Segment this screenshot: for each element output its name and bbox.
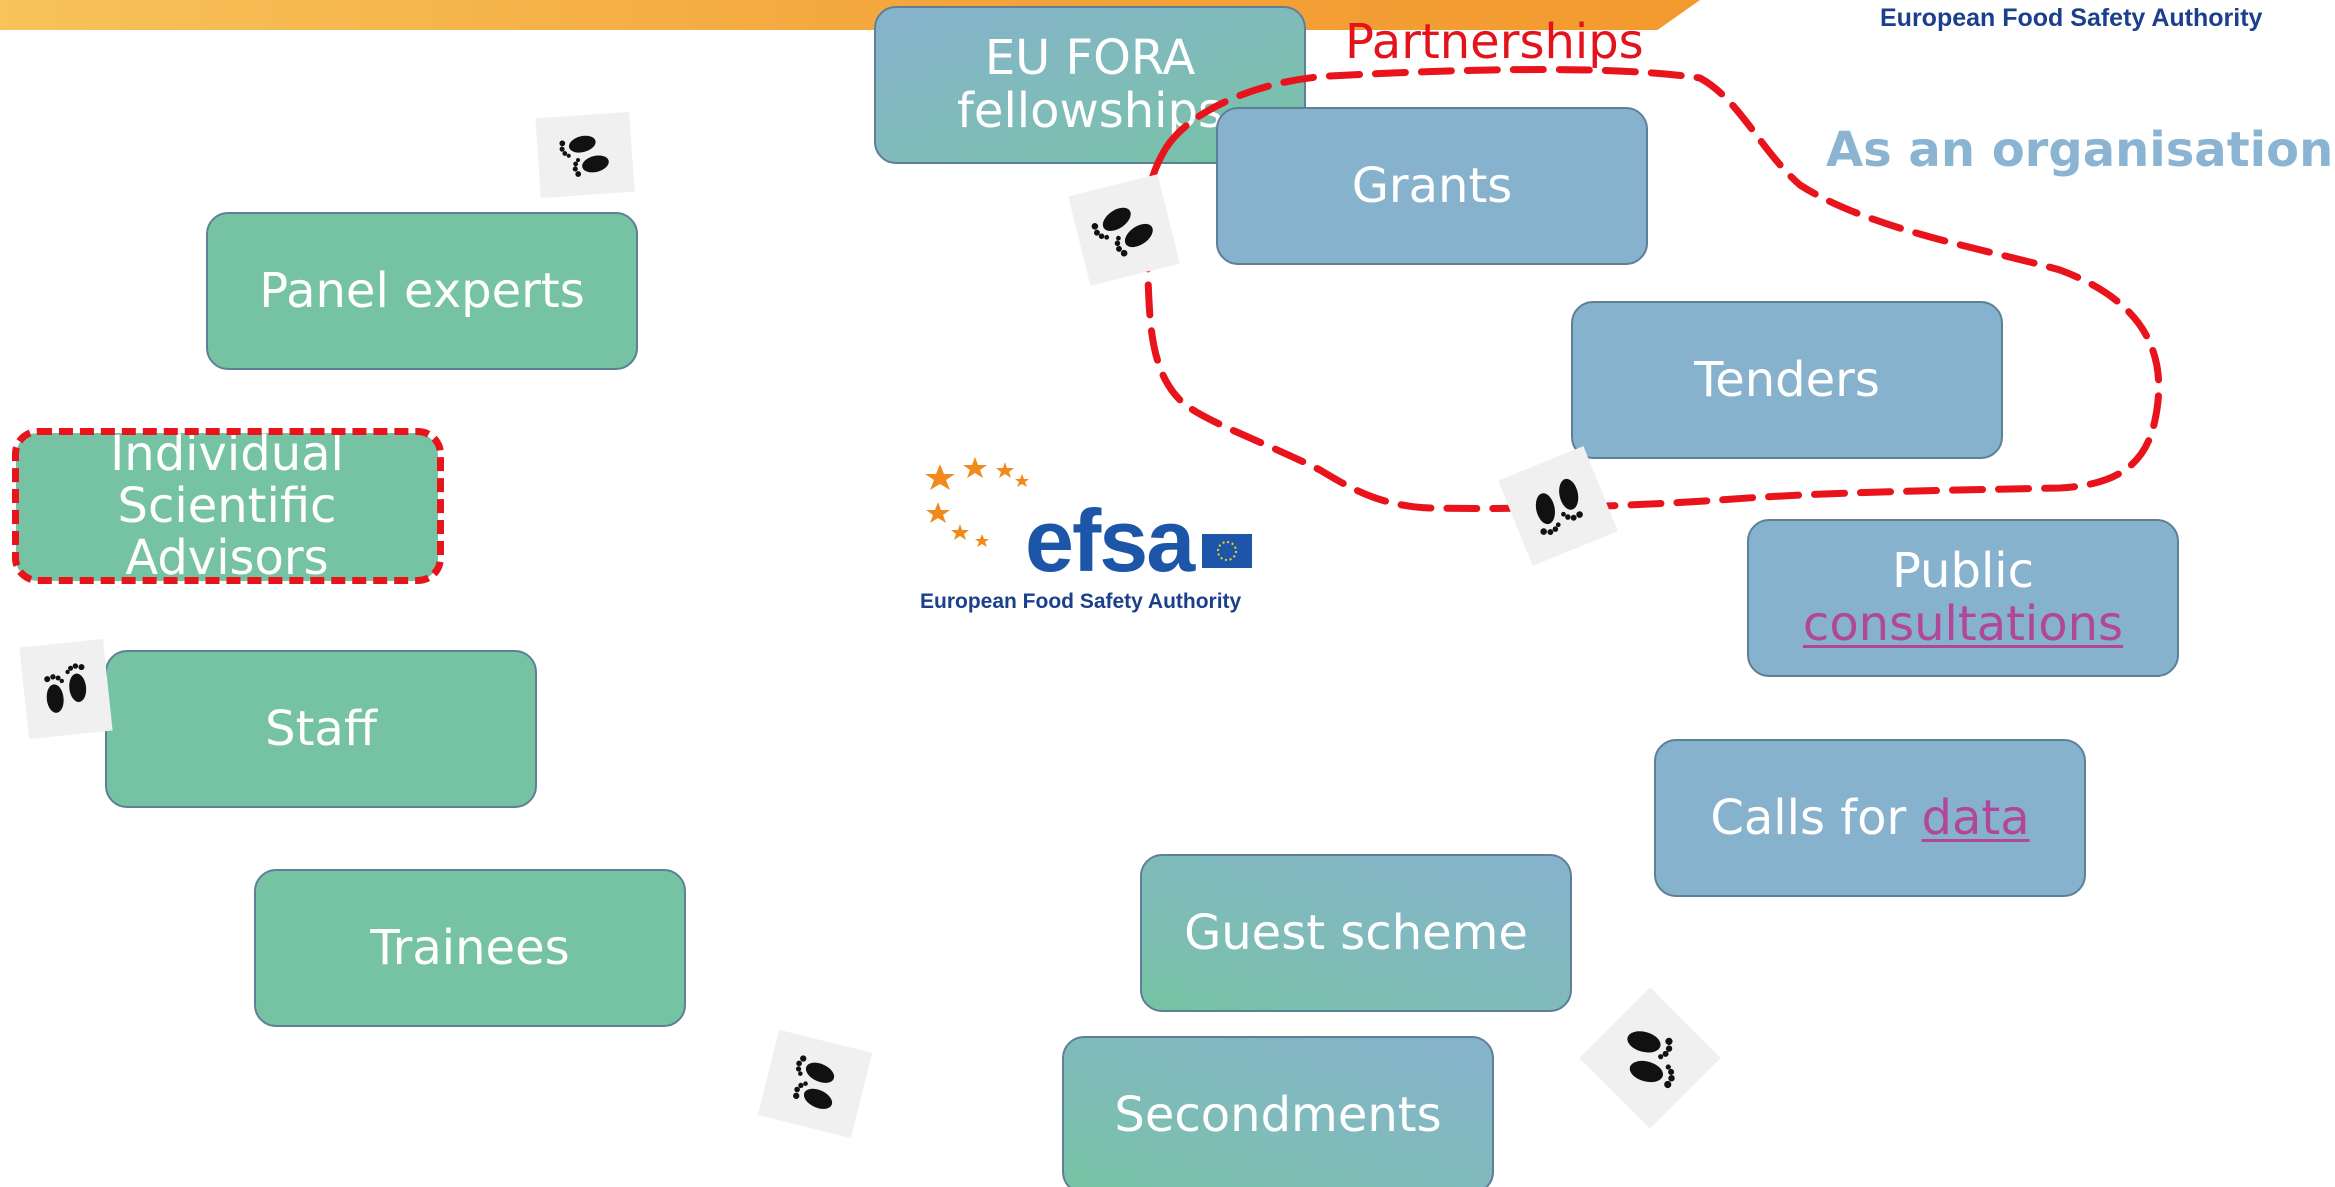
star-icon xyxy=(925,457,1029,547)
efsa-logo-subtitle: European Food Safety Authority xyxy=(920,590,1242,613)
footprints-icon xyxy=(1068,174,1180,286)
tenders-box: Tenders xyxy=(1571,301,2003,459)
footprints-icon-graphic xyxy=(44,663,87,713)
grants-box: Grants xyxy=(1216,107,1648,265)
panel-experts-label: Panel experts xyxy=(259,262,585,319)
isa-dashed-highlight xyxy=(12,428,444,584)
consultations-link[interactable]: consultations xyxy=(1802,596,2124,652)
footprints-icon-graphic xyxy=(1535,478,1583,536)
isa-line1: Individual xyxy=(110,426,344,483)
tenders-label: Tenders xyxy=(1694,351,1880,408)
footprints-icon xyxy=(1498,446,1618,566)
trainees-label: Trainees xyxy=(370,919,570,976)
grants-label: Grants xyxy=(1351,157,1513,214)
footprints-icon-graphic xyxy=(1091,207,1153,257)
footprints-icon-graphic xyxy=(1627,1031,1675,1089)
secondments-box: Secondments xyxy=(1062,1036,1494,1187)
footprints-icon xyxy=(1579,987,1721,1129)
efsa-wordmark: efsa xyxy=(1025,491,1195,590)
eu-fora-line2: fellowships xyxy=(957,83,1223,139)
guest-scheme-box: Guest scheme xyxy=(1140,854,1572,1012)
isa-line2: Scientific xyxy=(117,478,337,535)
trainees-box: Trainees xyxy=(254,869,686,1027)
footprints-icon-graphic xyxy=(559,135,609,177)
public-consultations-box: Public consultations xyxy=(1747,519,2179,677)
public-label: Public xyxy=(1891,543,2035,600)
secondments-label: Secondments xyxy=(1114,1086,1442,1143)
eu-fora-line1: EU FORA xyxy=(984,30,1196,87)
as-an-organisation-label: As an organisation xyxy=(1826,122,2334,178)
footprints-icon xyxy=(757,1029,873,1139)
data-link[interactable]: data xyxy=(1921,789,2030,846)
header-org-name: European Food Safety Authority xyxy=(1880,4,2263,32)
eu-flag-icon xyxy=(1202,534,1252,568)
staff-box: Staff xyxy=(105,650,537,808)
footprints-icon-graphic xyxy=(793,1055,835,1109)
efsa-logo: efsa European Food Safety Authority xyxy=(920,452,1265,627)
partnerships-label: Partnerships xyxy=(1345,14,1644,70)
footprints-icon xyxy=(535,111,635,199)
staff-label: Staff xyxy=(265,700,377,757)
calls-for-label: Calls for xyxy=(1710,789,1922,846)
guest-scheme-label: Guest scheme xyxy=(1184,904,1528,961)
panel-experts-box: Panel experts xyxy=(206,212,638,370)
calls-for-data-box: Calls for data xyxy=(1654,739,2086,897)
isa-line3: Advisors xyxy=(125,529,329,586)
top-banner-bar xyxy=(0,0,1700,30)
individual-scientific-advisors-box: Individual Scientific Advisors xyxy=(16,428,438,584)
footprints-icon xyxy=(19,638,113,740)
